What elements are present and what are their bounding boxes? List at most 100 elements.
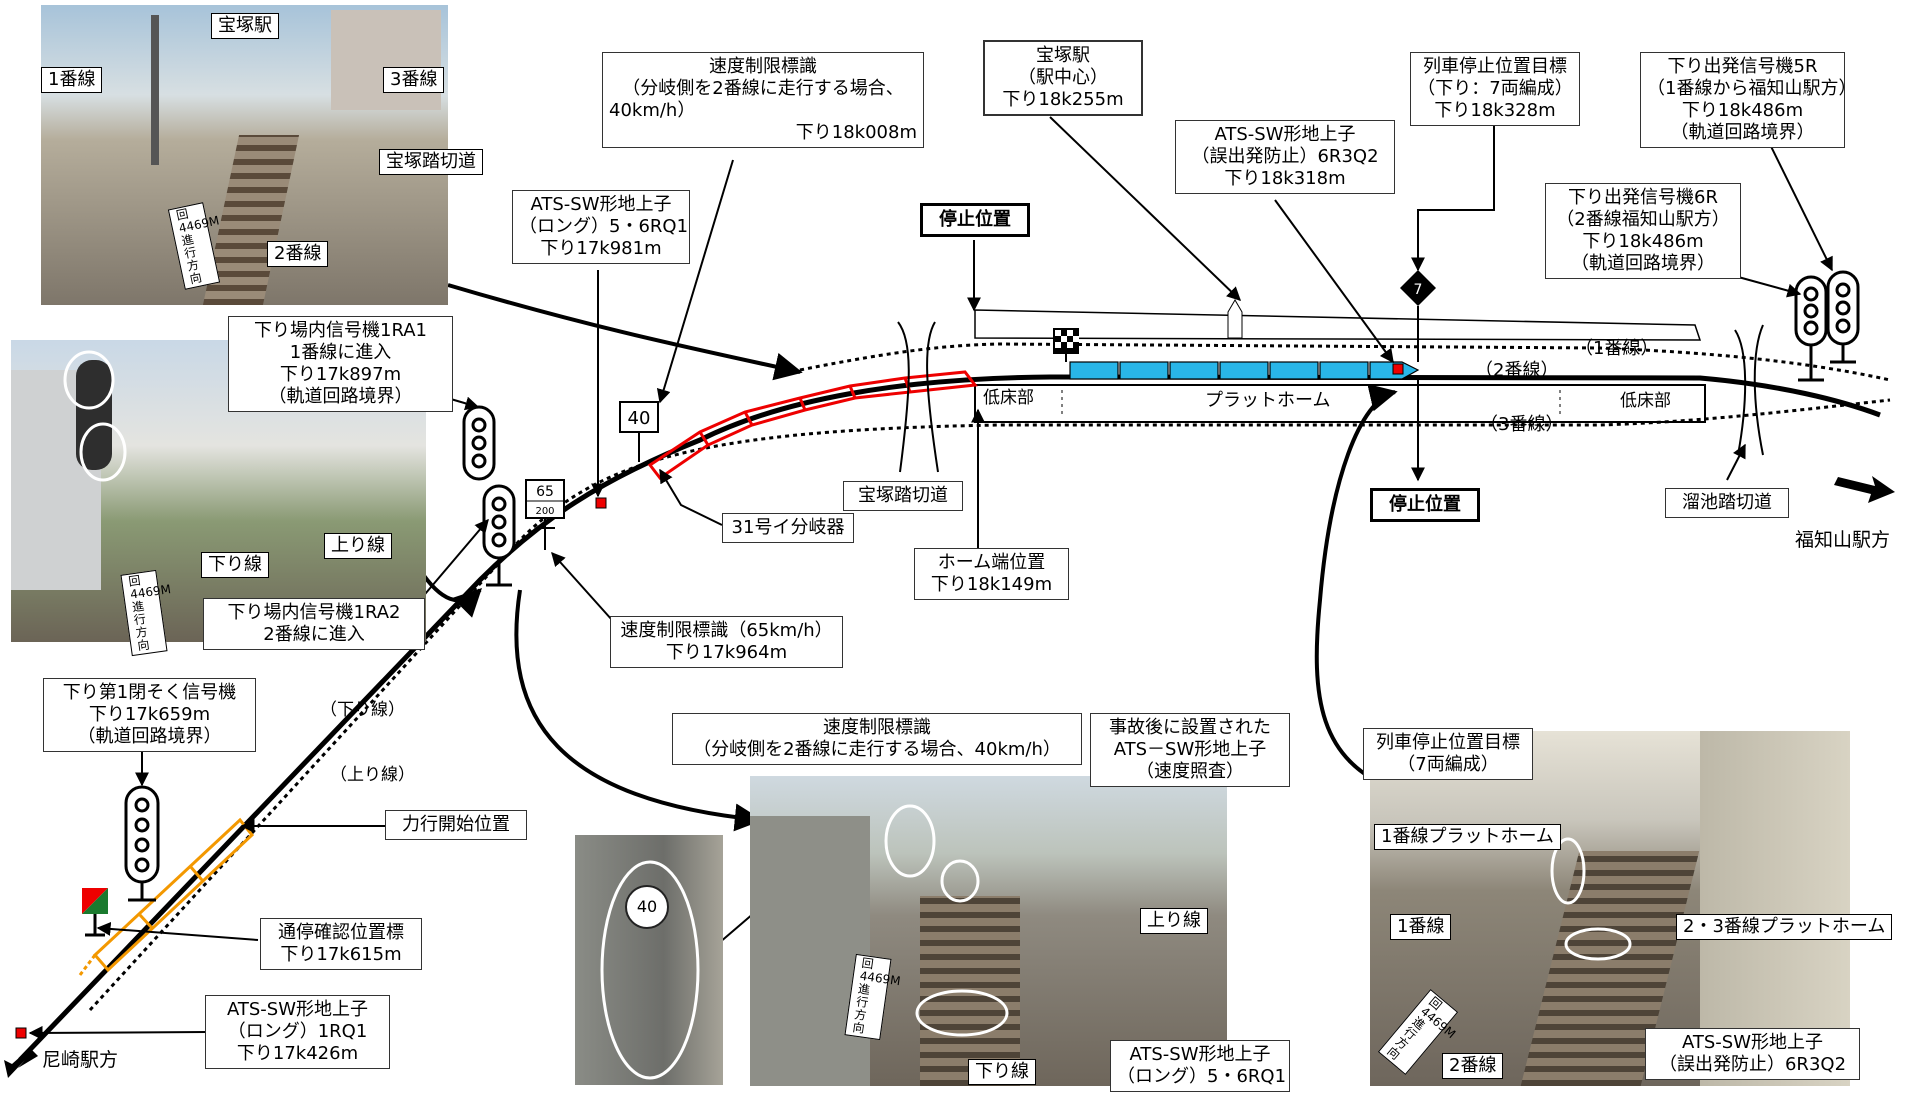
- tameike-crossing-mark: [1734, 324, 1764, 456]
- label-station-center: 宝塚駅（駅中心）下り18k255m: [983, 40, 1143, 116]
- platform-circles: [1550, 837, 1632, 961]
- track-up-line: [88, 398, 1891, 1012]
- leader-tameike: [1726, 443, 1746, 481]
- speed-sign-65: 65 200: [525, 479, 565, 550]
- photo-entry-upline: 上り線: [324, 533, 392, 559]
- label-stop-pos-bottom: 停止位置: [1370, 488, 1480, 522]
- platform-1-outline: [974, 309, 1702, 341]
- label-signal6r: 下り出発信号機6R（2番線福知山駅方）下り18k486m（軌道回路境界）: [1545, 183, 1741, 279]
- photo-track-upline: 上り線: [1140, 908, 1208, 934]
- ats-56rq1-marker: [595, 497, 607, 509]
- switch-31-zone: [647, 370, 978, 481]
- lowfloor-left-label: 低床部: [983, 388, 1034, 408]
- track-line-1: [799, 342, 1891, 382]
- takarazuka-crossing-mark: [897, 321, 939, 473]
- label-stop-target-photo: 列車停止位置目標（7両編成）: [1363, 728, 1533, 780]
- photo-track: 上り線 下り線 回4469M進行方向: [750, 776, 1227, 1086]
- line-2-label: （2番線）: [1475, 360, 1558, 381]
- label-signal5r: 下り出発信号機5R（1番線から福知山駅方）下り18k486m（軌道回路境界）: [1640, 52, 1856, 148]
- station-center-marker: [1227, 299, 1243, 339]
- track-circles: [884, 804, 1009, 1037]
- amagasaki-arrow-icon: [4, 1048, 38, 1078]
- photo-entry-downline: 下り線: [201, 552, 269, 578]
- ats-6r3q2-marker: [1392, 363, 1404, 375]
- leader-curve-photo: [514, 589, 763, 832]
- leader-switch31: [659, 468, 723, 526]
- label-block-signal: 下り第1閉そく信号機下り17k659m（軌道回路境界）: [43, 678, 256, 752]
- leader-ats-6r3q2: [1274, 199, 1394, 364]
- photo-platform-plat23: 2・3番線プラットホーム: [1676, 914, 1893, 940]
- leader-stop-target: [1411, 117, 1495, 272]
- photo-station-line2: 2番線: [267, 241, 329, 267]
- lowfloor-right-label: 低床部: [1620, 391, 1671, 411]
- signal-5r-6r: [1794, 275, 1828, 347]
- train: [1069, 361, 1420, 380]
- label-speed40-top: 速度制限標識（分岐側を2番線に走行する場合、 40km/h）下り18k008m: [602, 52, 924, 148]
- photo-platform: 1番線プラットホーム 1番線 2・3番線プラットホーム 2番線 回4469M進行…: [1370, 731, 1893, 1086]
- line-1-label: （1番線）: [1575, 338, 1658, 359]
- up-line-label: （上り線）: [330, 765, 415, 785]
- label-speed40-photo: 速度制限標識（分岐側を2番線に走行する場合、40km/h）: [672, 713, 1082, 765]
- photo-station-line3: 3番線: [383, 67, 445, 93]
- signal-circles: [63, 350, 127, 482]
- leader-signal6r: [1730, 274, 1802, 298]
- signal-1ra2: [482, 484, 516, 587]
- leader-station-photo: [447, 283, 803, 381]
- leader-entry-photo: [418, 568, 482, 618]
- platform-label: プラットホーム: [1205, 390, 1330, 411]
- signal-1ra1: [462, 405, 496, 481]
- ats-1rq1-marker: [15, 1027, 27, 1039]
- signal-6r: [1798, 345, 1824, 382]
- signal-block: [124, 785, 160, 902]
- pole-shape: [151, 15, 159, 165]
- wall-shape: [750, 816, 870, 1086]
- speed-sign-40: 40: [619, 401, 659, 462]
- label-speed65: 速度制限標識（65km/h）下り17k964m: [610, 616, 843, 668]
- sign40-circle: [600, 860, 700, 1080]
- leader-speed40: [656, 159, 734, 404]
- leader-station-center: [1049, 116, 1242, 301]
- fukuchiyama-label: 福知山駅方: [1795, 529, 1890, 551]
- label-switch31: 31号イ分岐器: [722, 513, 854, 543]
- leader-speed65: [551, 551, 613, 621]
- platform-23-outline: [974, 384, 1706, 423]
- leader-1ra2-signal: [419, 518, 489, 601]
- platform-shape: [1700, 731, 1850, 1086]
- photo-station-direction: 回4469M進行方向: [167, 202, 221, 290]
- car-7-diamond: 7: [1400, 270, 1436, 362]
- line-3-label: （3番線）: [1480, 414, 1563, 435]
- amagasaki-label: 尼崎駅方: [42, 1049, 118, 1071]
- pass-check-flag: [82, 888, 108, 937]
- photo-station-title: 宝塚駅: [211, 13, 279, 39]
- label-power-start: 力行開始位置: [385, 810, 527, 840]
- leader-platform-photo: [1314, 384, 1398, 792]
- label-stop-target-top: 列車停止位置目標（下り：7両編成）下り18k328m: [1410, 52, 1580, 126]
- signal-5r: [1826, 270, 1860, 364]
- photo-station: 宝塚駅 1番線 3番線 宝塚踏切道 2番線 回4469M進行方向: [41, 5, 483, 305]
- label-platform-end: ホーム端位置下り18k149m: [914, 548, 1069, 600]
- label-takarazuka-crossing: 宝塚踏切道: [843, 481, 963, 511]
- label-pass-check: 通停確認位置標下り17k615m: [260, 918, 422, 970]
- label-tameike-crossing: 溜池踏切道: [1665, 488, 1789, 518]
- photo-sign40-value: 40: [625, 885, 669, 929]
- speed-sign-40-text: 40: [628, 408, 651, 429]
- label-ats-6r3q2-photo: ATS-SW形地上子（誤出発防止）6R3Q2: [1645, 1028, 1860, 1080]
- leader-ats-1rq1: [28, 1025, 209, 1040]
- speed-sign-65-text: 65: [536, 484, 554, 500]
- down-line-label: （下り線）: [320, 700, 405, 720]
- photo-platform-plat1: 1番線プラットホーム: [1374, 824, 1561, 850]
- stop-position-marker: [1053, 328, 1079, 362]
- photo-platform-line1: 1番線: [1390, 914, 1452, 940]
- fukuchiyama-arrow-icon: [1834, 476, 1895, 503]
- speed-sign-200-text: 200: [535, 506, 554, 517]
- photo-track-downline: 下り線: [968, 1059, 1036, 1085]
- photo-station-crossing: 宝塚踏切道: [379, 149, 483, 175]
- photo-platform-line2: 2番線: [1442, 1053, 1504, 1079]
- label-ats-56rq1-photo: ATS-SW形地上子（ロング）5・6RQ1: [1110, 1040, 1290, 1092]
- power-zone: [78, 817, 255, 976]
